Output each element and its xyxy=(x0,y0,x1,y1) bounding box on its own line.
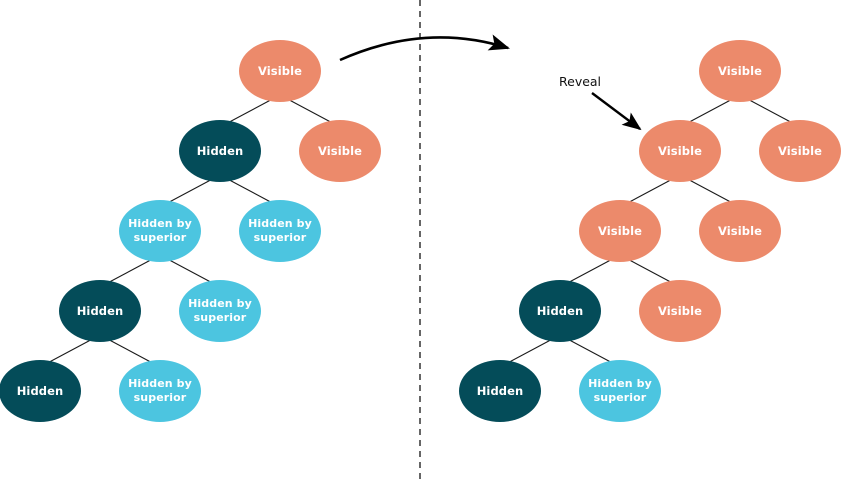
tree-node-hidden[interactable]: Hidden xyxy=(179,120,261,182)
tree-node-visible[interactable]: Visible xyxy=(639,120,721,182)
tree-node-hidden[interactable]: Hidden xyxy=(459,360,541,422)
reveal-pointer-arrow xyxy=(591,92,642,131)
tree-node-visible[interactable]: Visible xyxy=(239,40,321,102)
tree-node-visible[interactable]: Visible xyxy=(299,120,381,182)
tree-node-visible[interactable]: Visible xyxy=(639,280,721,342)
tree-node-visible[interactable]: Visible xyxy=(699,40,781,102)
tree-node-hidden[interactable]: Hidden xyxy=(0,360,81,422)
transition-curved-arrow xyxy=(339,34,510,62)
tree-node-visible[interactable]: Visible xyxy=(759,120,841,182)
reveal-annotation-label: Reveal xyxy=(559,74,602,89)
tree-node-hidden[interactable]: Hidden xyxy=(519,280,601,342)
tree-node-hidden-by-superior[interactable]: Hidden by superior xyxy=(119,200,201,262)
tree-node-visible[interactable]: Visible xyxy=(579,200,661,262)
tree-node-hidden-by-superior[interactable]: Hidden by superior xyxy=(579,360,661,422)
tree-node-hidden-by-superior[interactable]: Hidden by superior xyxy=(119,360,201,422)
tree-node-hidden[interactable]: Hidden xyxy=(59,280,141,342)
tree-node-hidden-by-superior[interactable]: Hidden by superior xyxy=(179,280,261,342)
tree-node-hidden-by-superior[interactable]: Hidden by superior xyxy=(239,200,321,262)
tree-node-visible[interactable]: Visible xyxy=(699,200,781,262)
